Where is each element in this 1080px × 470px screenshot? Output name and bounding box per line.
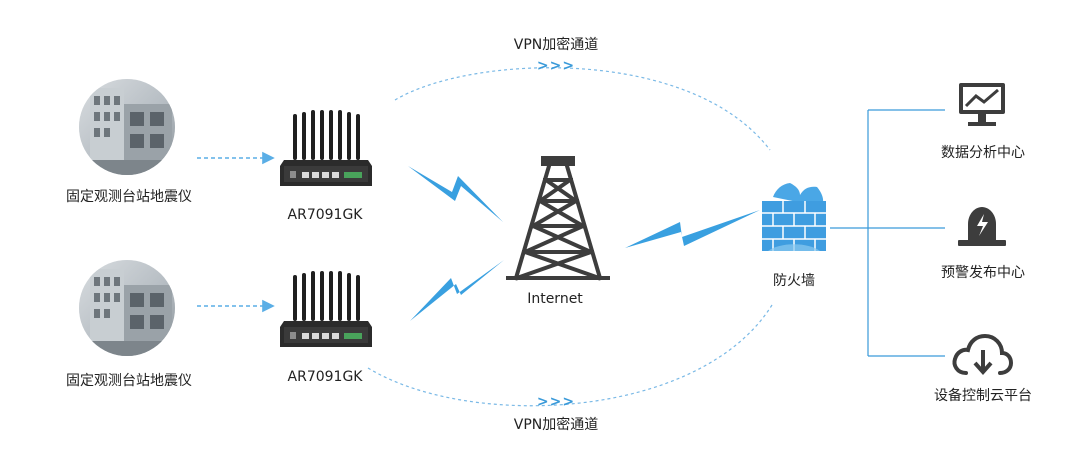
vpn-top-label: VPN加密通道 <box>513 37 599 53</box>
internet-tower-icon <box>506 156 610 281</box>
endpoint-data-analysis-label: 数据分析中心 <box>941 145 1025 161</box>
internet-label: Internet <box>527 291 583 307</box>
site-1-label: 固定观测台站地震仪 <box>66 189 192 205</box>
endpoint-alert-release-label: 预警发布中心 <box>941 265 1025 281</box>
vpn-bottom-label: VPN加密通道 <box>513 417 599 433</box>
endpoint-bracket <box>830 109 945 357</box>
vpn-tunnel-bottom-arc <box>367 304 773 407</box>
monitor-chart-icon <box>959 83 1005 126</box>
wireless-bolt-1 <box>408 166 503 222</box>
wireless-bolt-2 <box>410 260 504 321</box>
vpn-bottom-arrows: >>> <box>536 394 576 410</box>
alarm-bell-icon <box>958 207 1006 246</box>
site-building-2 <box>79 260 175 356</box>
site-building-1 <box>79 79 175 175</box>
router-2-label: AR7091GK <box>287 369 363 385</box>
router-1-label: AR7091GK <box>287 207 363 223</box>
vpn-tunnel-top-arc <box>394 67 771 151</box>
router-2-icon <box>280 271 372 347</box>
cloud-download-icon <box>952 333 1014 376</box>
wireless-bolt-3 <box>625 210 760 248</box>
firewall-label: 防火墙 <box>773 273 815 289</box>
site-2-label: 固定观测台站地震仪 <box>66 373 192 389</box>
endpoint-cloud-platform-label: 设备控制云平台 <box>934 388 1032 404</box>
firewall-icon <box>762 183 826 251</box>
vpn-top-arrows: >>> <box>536 58 576 74</box>
router-1-icon <box>280 110 372 186</box>
